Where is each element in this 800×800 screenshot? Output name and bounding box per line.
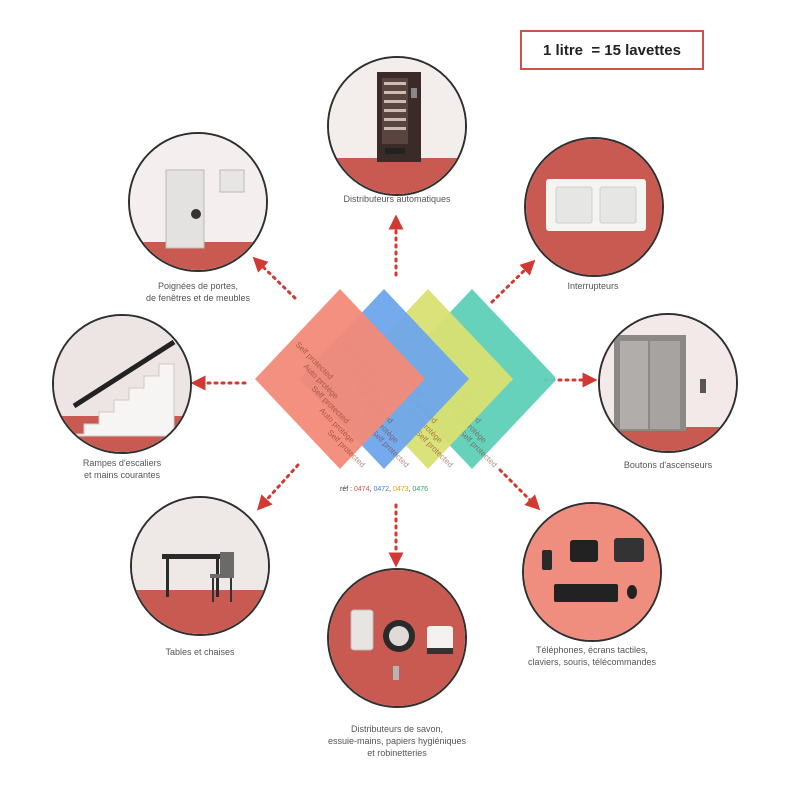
table-chair-icon — [132, 498, 268, 634]
staircase-handrail-icon — [54, 316, 190, 452]
caption-elevator: Boutons d'ascenseurs — [623, 460, 713, 470]
caption-switches: Interrupteurs — [567, 281, 619, 291]
soap-dispenser-icon — [329, 570, 465, 706]
vending-machine-circle — [327, 56, 467, 196]
caption-phones: Téléphones, écrans tactiles, claviers, s… — [527, 645, 657, 667]
reference-code: 0476 — [412, 486, 428, 493]
staircase-circle — [52, 314, 192, 454]
arrow-phones — [498, 468, 541, 511]
caption-soap: Distributeurs de savon, essuie-mains, pa… — [327, 724, 467, 758]
caption-handles: Poignées de portes, de fenêtres et de me… — [145, 281, 251, 303]
reference-code: 0473 — [392, 486, 409, 493]
arrow-tables — [256, 463, 300, 511]
reference-code: 0474 — [354, 486, 370, 493]
caption-vending: Distributeurs automatiques — [343, 194, 451, 204]
soap-dispenser-circle — [327, 568, 467, 708]
reference-code: 0472 — [373, 486, 390, 493]
door-handle-icon — [130, 134, 266, 270]
telephone-keyboard-icon — [524, 504, 660, 640]
light-switch-circle — [524, 137, 664, 277]
arrow-switches — [490, 259, 536, 304]
door-handle-circle — [128, 132, 268, 272]
telephone-keyboard-circle — [522, 502, 662, 642]
caption-tables: Tables et chaises — [165, 647, 235, 657]
ratio-badge: 1 litre = 15 lavettes — [520, 30, 704, 70]
reference-codes: réf : 0474, 0472, 0473, 0476 — [340, 486, 428, 493]
table-chair-circle — [130, 496, 270, 636]
arrow-handles — [252, 256, 297, 300]
light-switch-icon — [526, 139, 662, 275]
vending-machine-icon — [329, 58, 465, 194]
elevator-circle — [598, 313, 738, 453]
elevator-icon — [600, 315, 736, 451]
caption-stairs: Rampes d'escaliers et mains courantes — [82, 458, 162, 480]
